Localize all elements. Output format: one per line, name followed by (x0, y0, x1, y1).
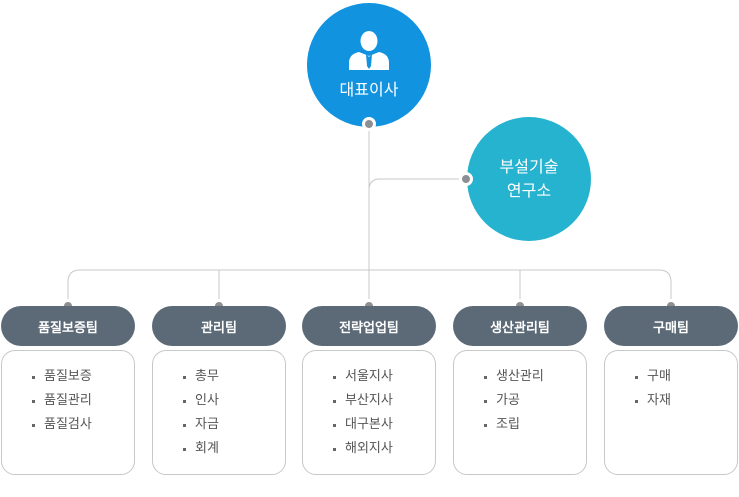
lab-connector-dot (459, 172, 473, 186)
team-item: 자금 (183, 413, 285, 437)
team-header-production: 생산관리팀 (453, 306, 587, 346)
team-item: 품질검사 (32, 413, 134, 437)
team-item: 생산관리 (484, 365, 586, 389)
ceo-node: 대표이사 (307, 3, 431, 127)
lab-label-line2: 연구소 (506, 181, 552, 200)
team-item: 회계 (183, 437, 285, 461)
team-header-management: 관리팀 (152, 306, 286, 346)
team-body-management: 총무 인사 자금 회계 (152, 350, 286, 475)
lab-label-line1: 부설기술 (499, 157, 559, 176)
team-header-purchasing: 구매팀 (604, 306, 738, 346)
ceo-label: 대표이사 (339, 80, 399, 99)
team-body-purchasing: 구매 자재 (604, 350, 738, 475)
team-body-quality: 품질보증 품질관리 품질검사 (1, 350, 135, 475)
team-item: 구매 (635, 365, 737, 389)
team-item: 부산지사 (333, 389, 435, 413)
team-body-strategy-sales: 서울지사 부산지사 대구본사 해외지사 (302, 350, 436, 475)
team-name: 구매팀 (653, 320, 689, 336)
team-header-strategy-sales: 전략업업팀 (302, 306, 436, 346)
team-item: 품질보증 (32, 365, 134, 389)
team-item: 가공 (484, 389, 586, 413)
team-name: 품질보증팀 (38, 320, 98, 336)
team-item: 자재 (635, 389, 737, 413)
team-item: 조립 (484, 413, 586, 437)
team-item: 대구본사 (333, 413, 435, 437)
team-header-quality: 품질보증팀 (1, 306, 135, 346)
team-name: 생산관리팀 (490, 320, 550, 336)
team-name: 전략업업팀 (339, 320, 399, 336)
team-name: 관리팀 (201, 320, 237, 336)
team-body-production: 생산관리 가공 조립 (453, 350, 587, 475)
research-lab-node: 부설기술 연구소 (467, 117, 591, 241)
team-item: 서울지사 (333, 365, 435, 389)
person-icon (349, 31, 389, 70)
team-item: 해외지사 (333, 437, 435, 461)
team-item: 품질관리 (32, 389, 134, 413)
team-item: 인사 (183, 389, 285, 413)
team-item: 총무 (183, 365, 285, 389)
ceo-connector-dot (362, 117, 376, 131)
